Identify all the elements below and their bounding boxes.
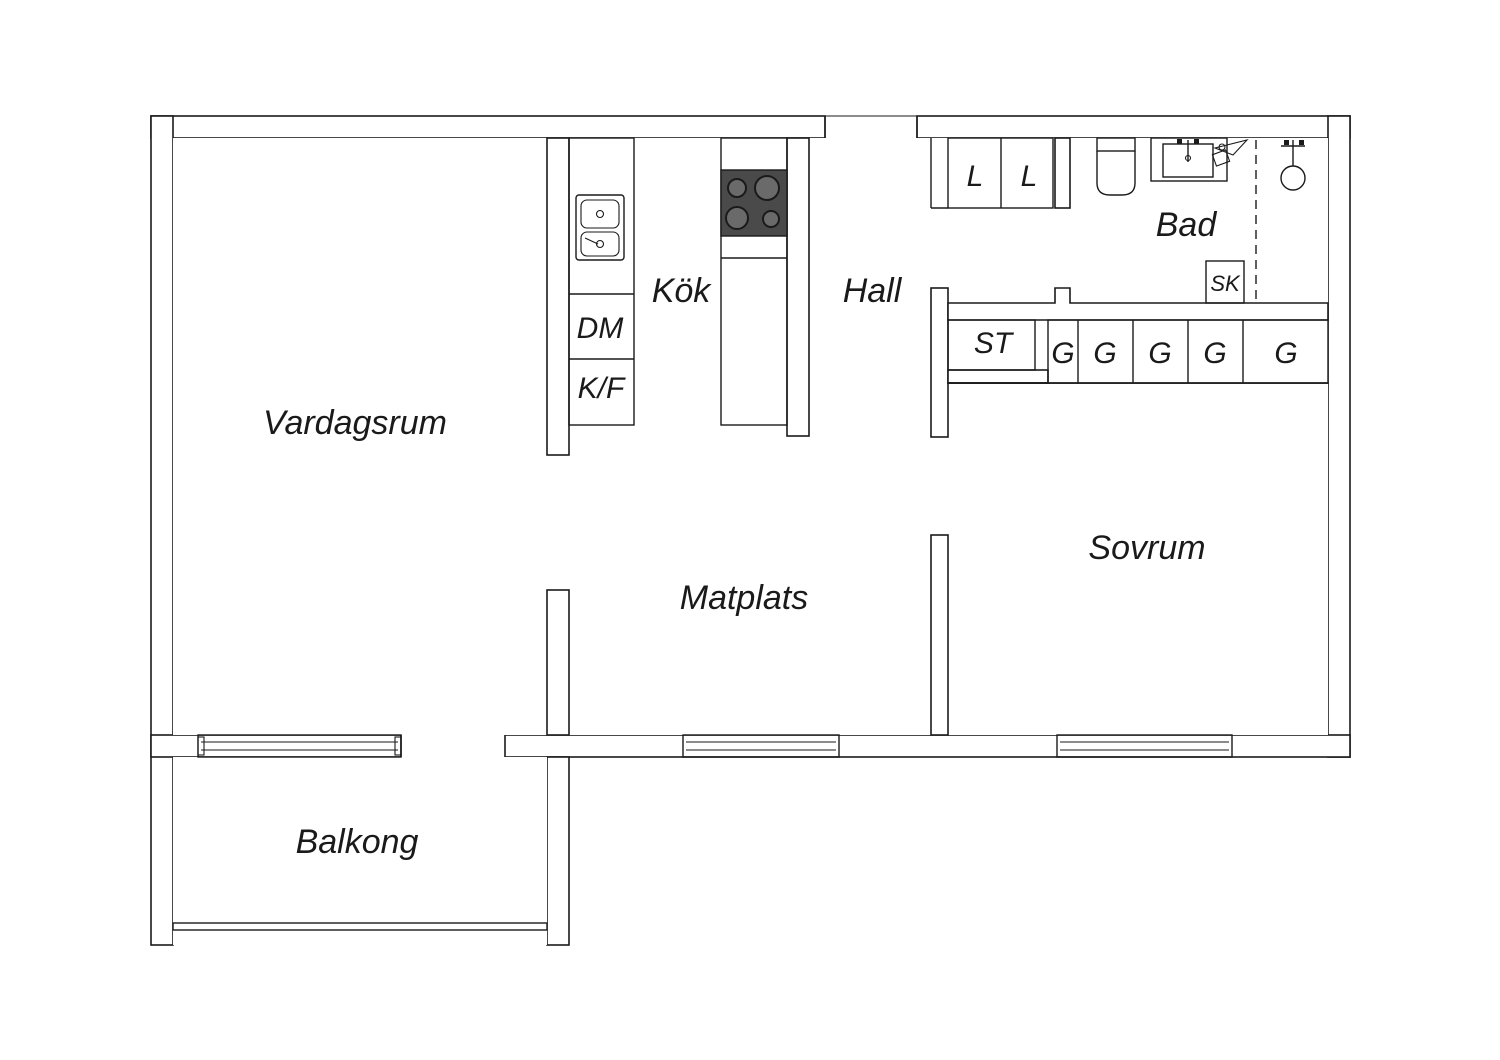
stove-icon: [720, 169, 788, 237]
room-label-kok: Kök: [652, 272, 713, 310]
room-label-balkong: Balkong: [296, 823, 419, 861]
window-living: [197, 734, 402, 758]
wall-kitchen-hall: [786, 137, 810, 437]
wardrobe-label-3: G: [1148, 337, 1171, 370]
wardrobes: G G G G G: [948, 319, 1329, 384]
sink-icon: [575, 194, 625, 261]
wall-balcony-right: [546, 756, 570, 946]
cabinet-sk-label: SK: [1210, 271, 1241, 296]
kitchen-counter-left: [568, 137, 635, 426]
wall-storage-bottom: [947, 369, 1049, 384]
wall-top-left: [150, 115, 826, 139]
window-bedroom: [1056, 734, 1233, 758]
exterior-walls: [150, 115, 1351, 946]
washer-label: L: [967, 160, 984, 193]
fridge-freezer-label: K/F: [578, 372, 626, 405]
storage-closet: ST: [947, 319, 1036, 371]
wall-bottom-left: [150, 734, 402, 758]
wardrobe-label-1: G: [1051, 337, 1074, 370]
faucet-icon: [1211, 139, 1249, 167]
dishwasher-label: DM: [577, 312, 624, 345]
kitchen-fixtures: DM K/F: [568, 137, 788, 426]
windows: [172, 734, 1233, 931]
kitchen-counter-right: [720, 137, 788, 426]
toilet-icon: [1096, 137, 1136, 196]
balcony-railing: [172, 922, 548, 931]
wall-left: [150, 115, 174, 946]
room-label-matplats: Matplats: [680, 579, 809, 617]
wardrobe-label-2: G: [1093, 337, 1116, 370]
cabinet-sk: [1205, 260, 1245, 304]
room-label-vardagsrum: Vardagsrum: [263, 404, 447, 442]
wall-right: [1327, 115, 1351, 758]
wall-bathroom-left: [1054, 137, 1071, 209]
entrance-door: [824, 115, 918, 138]
wall-dining-bedroom: [930, 534, 949, 736]
wardrobe-label-4: G: [1203, 337, 1226, 370]
shower-icon: [1280, 140, 1306, 191]
washbasin-icon: [1150, 137, 1228, 182]
wall-hall-storage: [930, 287, 949, 438]
wardrobe-label-5: G: [1274, 337, 1297, 370]
room-label-bad: Bad: [1156, 206, 1218, 244]
storage-label: ST: [974, 327, 1015, 360]
wall-living-dining: [546, 589, 570, 736]
dryer-label: L: [1021, 160, 1038, 193]
wall-bottom: [504, 734, 1351, 758]
wall-living-kitchen: [546, 137, 570, 456]
room-label-hall: Hall: [843, 272, 903, 310]
room-label-sovrum: Sovrum: [1088, 529, 1205, 567]
wall-top-right: [916, 115, 1351, 139]
window-dining: [682, 734, 840, 758]
room-labels: Vardagsrum Kök Hall Bad Matplats Sovrum …: [263, 206, 1217, 861]
bathroom-fixtures: SK: [1096, 137, 1306, 304]
laundry-units: L L: [930, 137, 1054, 209]
